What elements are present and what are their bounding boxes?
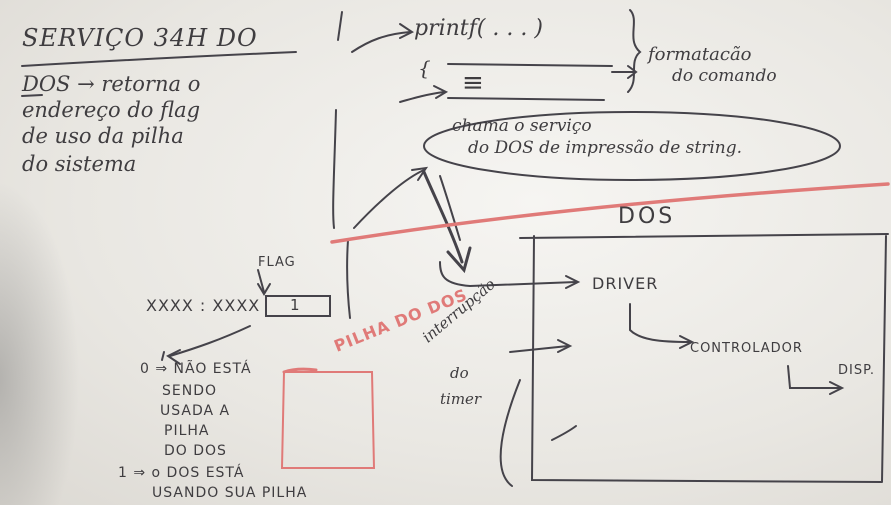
code-lines-glyph: ≡ (462, 68, 484, 98)
disp-label: DISP. (838, 363, 876, 378)
arrow-printf (351, 31, 411, 53)
intro-line-1: DOS → retorna o (22, 72, 201, 96)
hand-shadow (0, 180, 80, 505)
pilha-box (280, 371, 376, 469)
flag-value: 1 (290, 296, 300, 314)
arrow-interrupt (509, 345, 569, 353)
interrupt-line-2: do (450, 364, 469, 382)
controlador-label: CONTROLADOR (690, 341, 803, 356)
flag-box (265, 295, 331, 317)
arrow-disp (787, 365, 841, 389)
formatacao-line-2: do comando (672, 66, 777, 86)
page-title: SERVIÇO 34H DO (22, 24, 258, 52)
formatacao-arrow (611, 65, 638, 79)
chama-line-2: do DOS de impressão de string. (468, 138, 743, 158)
formatacao-line-1: formatacão (648, 44, 752, 65)
code-vertical-line-2 (346, 239, 351, 319)
brace-top: { (418, 56, 431, 80)
arrow-state0 (169, 325, 251, 357)
flag-label: FLAG (258, 255, 296, 270)
driver-label: DRIVER (592, 274, 659, 293)
intro-line-2: endereço do flag (22, 98, 201, 122)
dos-box (519, 233, 889, 483)
chama-line-1: chama o serviço (452, 116, 592, 136)
call-ellipse (423, 111, 841, 181)
call-arrow (353, 169, 425, 229)
state0-line-3: USADA A (160, 403, 231, 419)
code-margin-line (337, 11, 343, 41)
bottom-curve (499, 379, 521, 487)
state0-line-2: SENDO (162, 383, 218, 399)
intro-line-3: de uso da pilha (22, 124, 184, 148)
formatacao-brace (627, 9, 642, 93)
arrow-controlador (629, 303, 691, 343)
printf-text: printf( . . . ) (414, 16, 543, 41)
dos-underline (21, 94, 43, 97)
state1-line-1: 1 ⇒ o DOS ESTÁ (118, 465, 245, 481)
flag-arrow (257, 269, 265, 293)
state1-line-2: USANDO SUA PILHA (152, 485, 308, 501)
state0-line-5: DO DOS (164, 443, 227, 459)
red-divider (330, 182, 890, 244)
dos-label: DOS (618, 204, 676, 229)
interrupt-line-3: timer (440, 390, 482, 408)
down-arrow (422, 170, 464, 264)
code-line-box (447, 63, 613, 101)
flag-address: XXXX : XXXX (146, 296, 261, 315)
arrow-lines (399, 91, 445, 103)
state0-line-4: PILHA (164, 423, 210, 439)
state0-line-1: 0 ⇒ NÃO ESTÁ (140, 361, 252, 377)
intro-line-4: do sistema (22, 152, 137, 176)
arrow-driver (439, 261, 577, 288)
title-underline (21, 51, 297, 67)
code-vertical-line (332, 109, 337, 229)
